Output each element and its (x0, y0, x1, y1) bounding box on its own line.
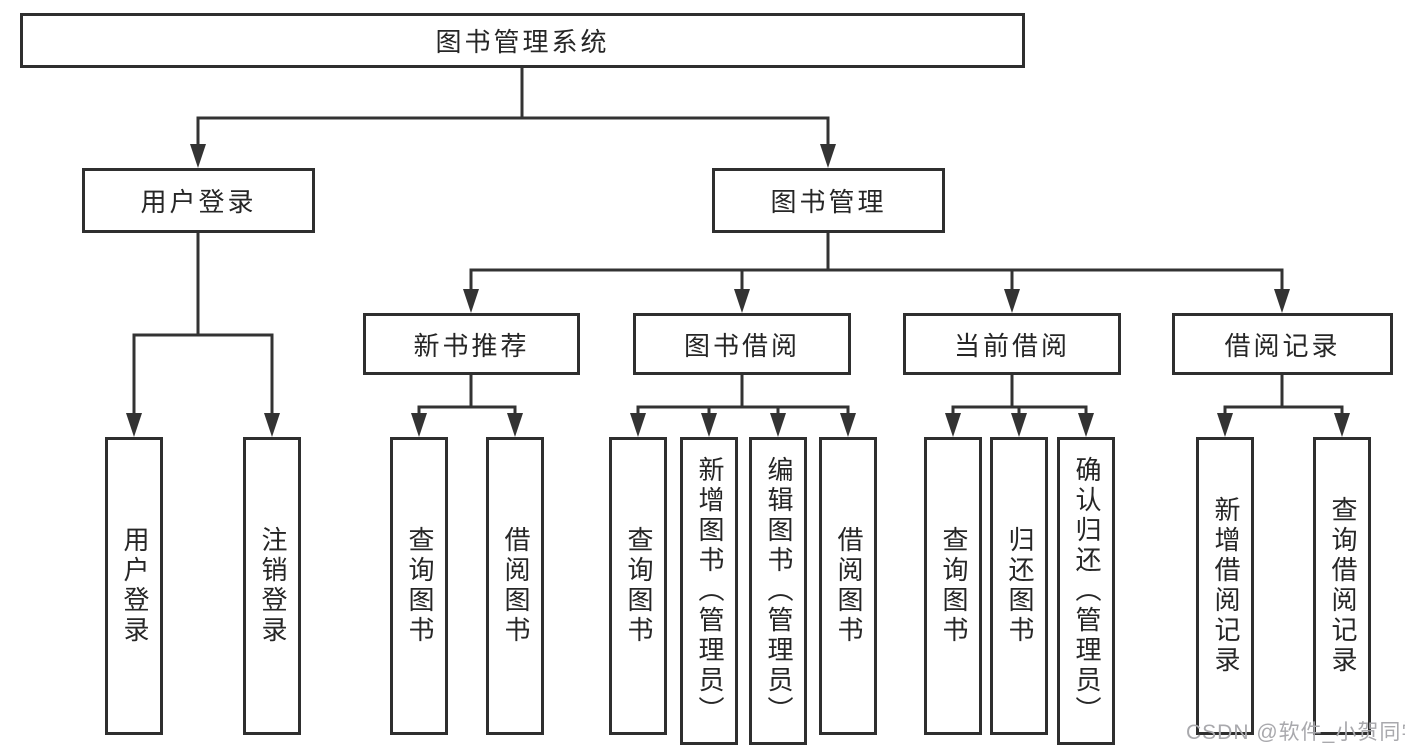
connectors-book-borrow-to-leaves (630, 373, 856, 437)
leaf-logout: 注销登录 (243, 437, 301, 735)
leaf-query-borrow-record: 查询借阅记录 (1313, 437, 1371, 735)
leaf-label: 查询借阅记录 (1327, 496, 1358, 676)
node-system-root: 图书管理系统 (20, 13, 1025, 68)
connectors-borrow-records-to-leaves (1217, 373, 1350, 437)
leaf-query-books-borrow: 查询图书 (609, 437, 667, 735)
leaf-confirm-return-admin: 确认归还（管理员） (1057, 437, 1115, 745)
leaf-label: 用户登录 (119, 526, 150, 646)
node-book-borrow: 图书借阅 (633, 313, 851, 375)
node-new-book-recommend: 新书推荐 (363, 313, 580, 375)
node-borrow-records: 借阅记录 (1172, 313, 1393, 375)
leaf-label: 查询图书 (938, 526, 969, 646)
leaf-return-books: 归还图书 (990, 437, 1048, 735)
node-current-borrow: 当前借阅 (903, 313, 1121, 375)
connectors-current-borrow-to-leaves (945, 373, 1094, 437)
connectors-book-management-to-level3 (463, 231, 1290, 313)
leaf-label: 查询图书 (623, 526, 654, 646)
leaf-label: 新增图书（管理员） (694, 456, 725, 726)
connectors-user-login-to-leaves (126, 231, 280, 437)
leaf-label: 编辑图书（管理员） (763, 456, 794, 726)
leaf-borrow-books: 借阅图书 (819, 437, 877, 735)
node-book-management: 图书管理 (712, 168, 945, 233)
leaf-borrow-books-recommend: 借阅图书 (486, 437, 544, 735)
node-user-login: 用户登录 (82, 168, 315, 233)
leaf-label: 查询图书 (404, 526, 435, 646)
leaf-query-books-current: 查询图书 (924, 437, 982, 735)
leaf-label: 确认归还（管理员） (1071, 456, 1102, 726)
csdn-watermark: CSDN @软件_小贺同学 (1186, 721, 1405, 744)
connectors-root-to-level2 (190, 66, 836, 168)
leaf-label: 借阅图书 (500, 526, 531, 646)
leaf-label: 新增借阅记录 (1210, 496, 1241, 676)
connectors-new-book-recommend-to-leaves (411, 373, 523, 437)
leaf-query-books-recommend: 查询图书 (390, 437, 448, 735)
leaf-add-books-admin: 新增图书（管理员） (680, 437, 738, 745)
leaf-label: 归还图书 (1004, 526, 1035, 646)
leaf-user-login: 用户登录 (105, 437, 163, 735)
leaf-label: 注销登录 (257, 526, 288, 646)
leaf-edit-books-admin: 编辑图书（管理员） (749, 437, 807, 745)
leaf-label: 借阅图书 (833, 526, 864, 646)
leaf-add-borrow-record: 新增借阅记录 (1196, 437, 1254, 735)
